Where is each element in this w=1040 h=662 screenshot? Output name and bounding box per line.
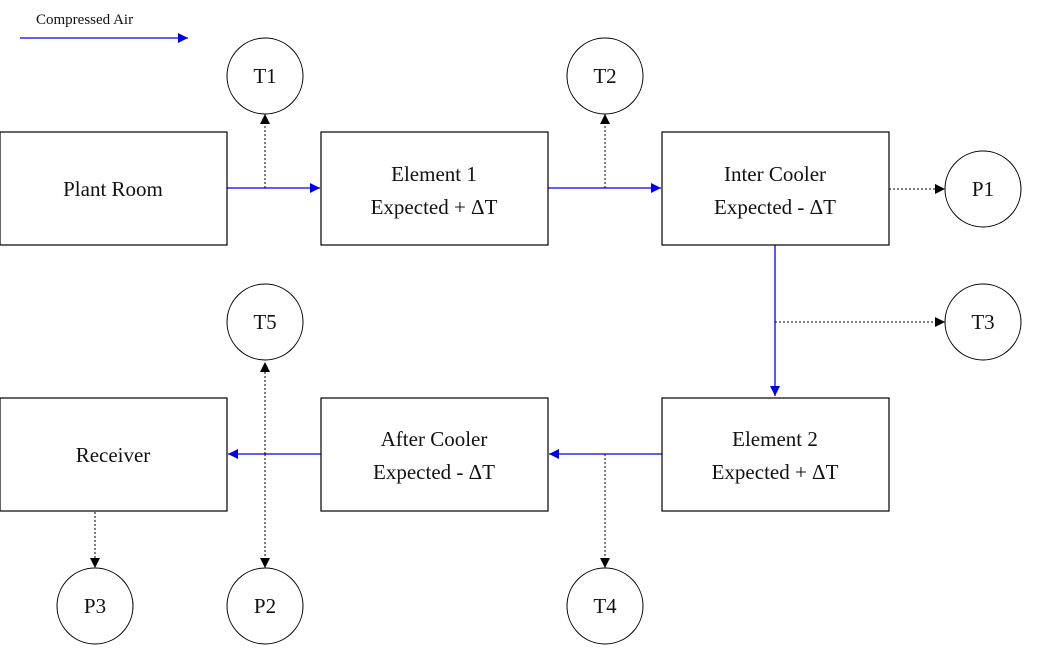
sensor-t3-label: T3: [971, 310, 994, 334]
sensor-t3: T3: [944, 283, 1022, 361]
sensor-t1: T1: [226, 37, 304, 115]
block-element-1-title: Element 1: [391, 162, 477, 186]
sensor-t5: T5: [226, 283, 304, 361]
block-after-cooler-title: After Cooler: [381, 427, 488, 451]
sensor-t4: T4: [566, 567, 644, 645]
block-element-1-subtitle: Expected + ΔT: [371, 195, 498, 219]
block-element-1: Element 1 Expected + ΔT: [320, 131, 549, 246]
sensor-t2-label: T2: [593, 64, 616, 88]
sensor-t5-label: T5: [253, 310, 276, 334]
sensor-p2-label: P2: [254, 594, 276, 618]
block-inter-cooler: Inter Cooler Expected - ΔT: [661, 131, 890, 246]
block-receiver-label: Receiver: [76, 443, 151, 467]
sensor-t4-label: T4: [593, 594, 617, 618]
legend-label: Compressed Air: [36, 12, 133, 28]
block-element-2-subtitle: Expected + ΔT: [712, 460, 839, 484]
sensor-p1-label: P1: [972, 177, 994, 201]
block-after-cooler: After Cooler Expected - ΔT: [320, 397, 549, 512]
block-plant-room-label: Plant Room: [63, 177, 163, 201]
block-element-2-title: Element 2: [732, 427, 818, 451]
block-receiver: Receiver: [0, 397, 228, 512]
sensor-t1-label: T1: [253, 64, 276, 88]
block-plant-room: Plant Room: [0, 131, 228, 246]
block-inter-cooler-title: Inter Cooler: [724, 162, 826, 186]
sensor-p3: P3: [56, 567, 134, 645]
sensor-p1: P1: [944, 150, 1022, 228]
legend: Compressed Air: [20, 12, 188, 43]
sensor-p2: P2: [226, 567, 304, 645]
block-after-cooler-subtitle: Expected - ΔT: [373, 460, 495, 484]
block-element-2: Element 2 Expected + ΔT: [661, 397, 890, 512]
block-inter-cooler-subtitle: Expected - ΔT: [714, 195, 836, 219]
sensor-p3-label: P3: [84, 594, 106, 618]
sensor-t2: T2: [566, 37, 644, 115]
